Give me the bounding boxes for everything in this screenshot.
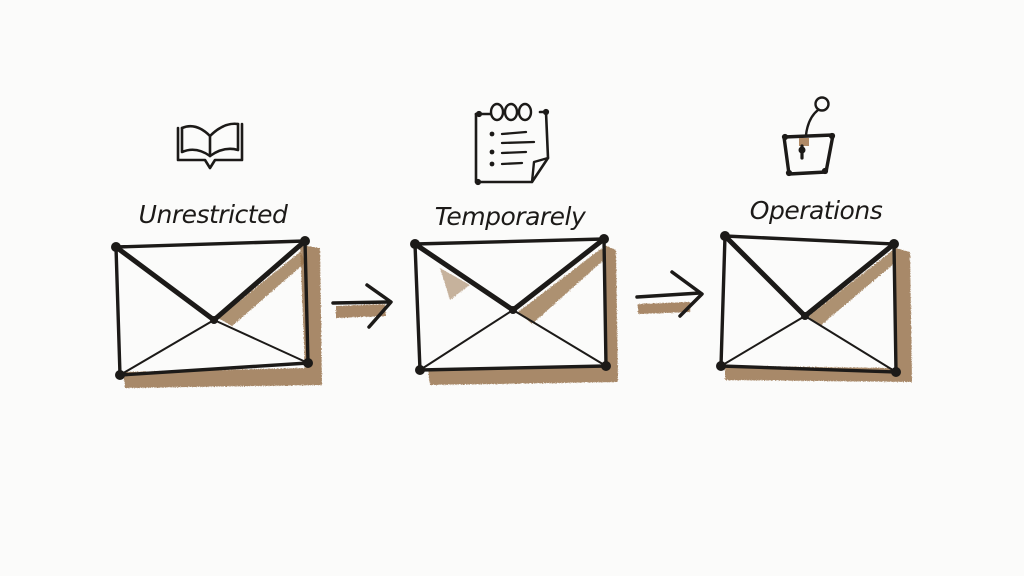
envelope-icon — [410, 234, 611, 375]
step-label-operations: Operations — [749, 196, 883, 225]
envelope-shadow — [725, 248, 912, 382]
padlock-icon — [781, 96, 836, 177]
step-operations — [716, 96, 912, 382]
step-temporarely — [410, 102, 618, 385]
envelope-icon — [716, 231, 901, 377]
envelope-shadow — [123, 245, 322, 388]
arrow-connector-2 — [635, 270, 704, 318]
step-label-unrestricted: Unrestricted — [138, 200, 288, 229]
envelope-icon — [111, 236, 313, 380]
open-book-icon — [176, 122, 244, 170]
step-label-temporarely: Temporarely — [434, 202, 586, 231]
notepad-checklist-icon — [474, 102, 550, 186]
arrow-connector-1 — [331, 283, 393, 329]
step-unrestricted — [111, 122, 322, 388]
